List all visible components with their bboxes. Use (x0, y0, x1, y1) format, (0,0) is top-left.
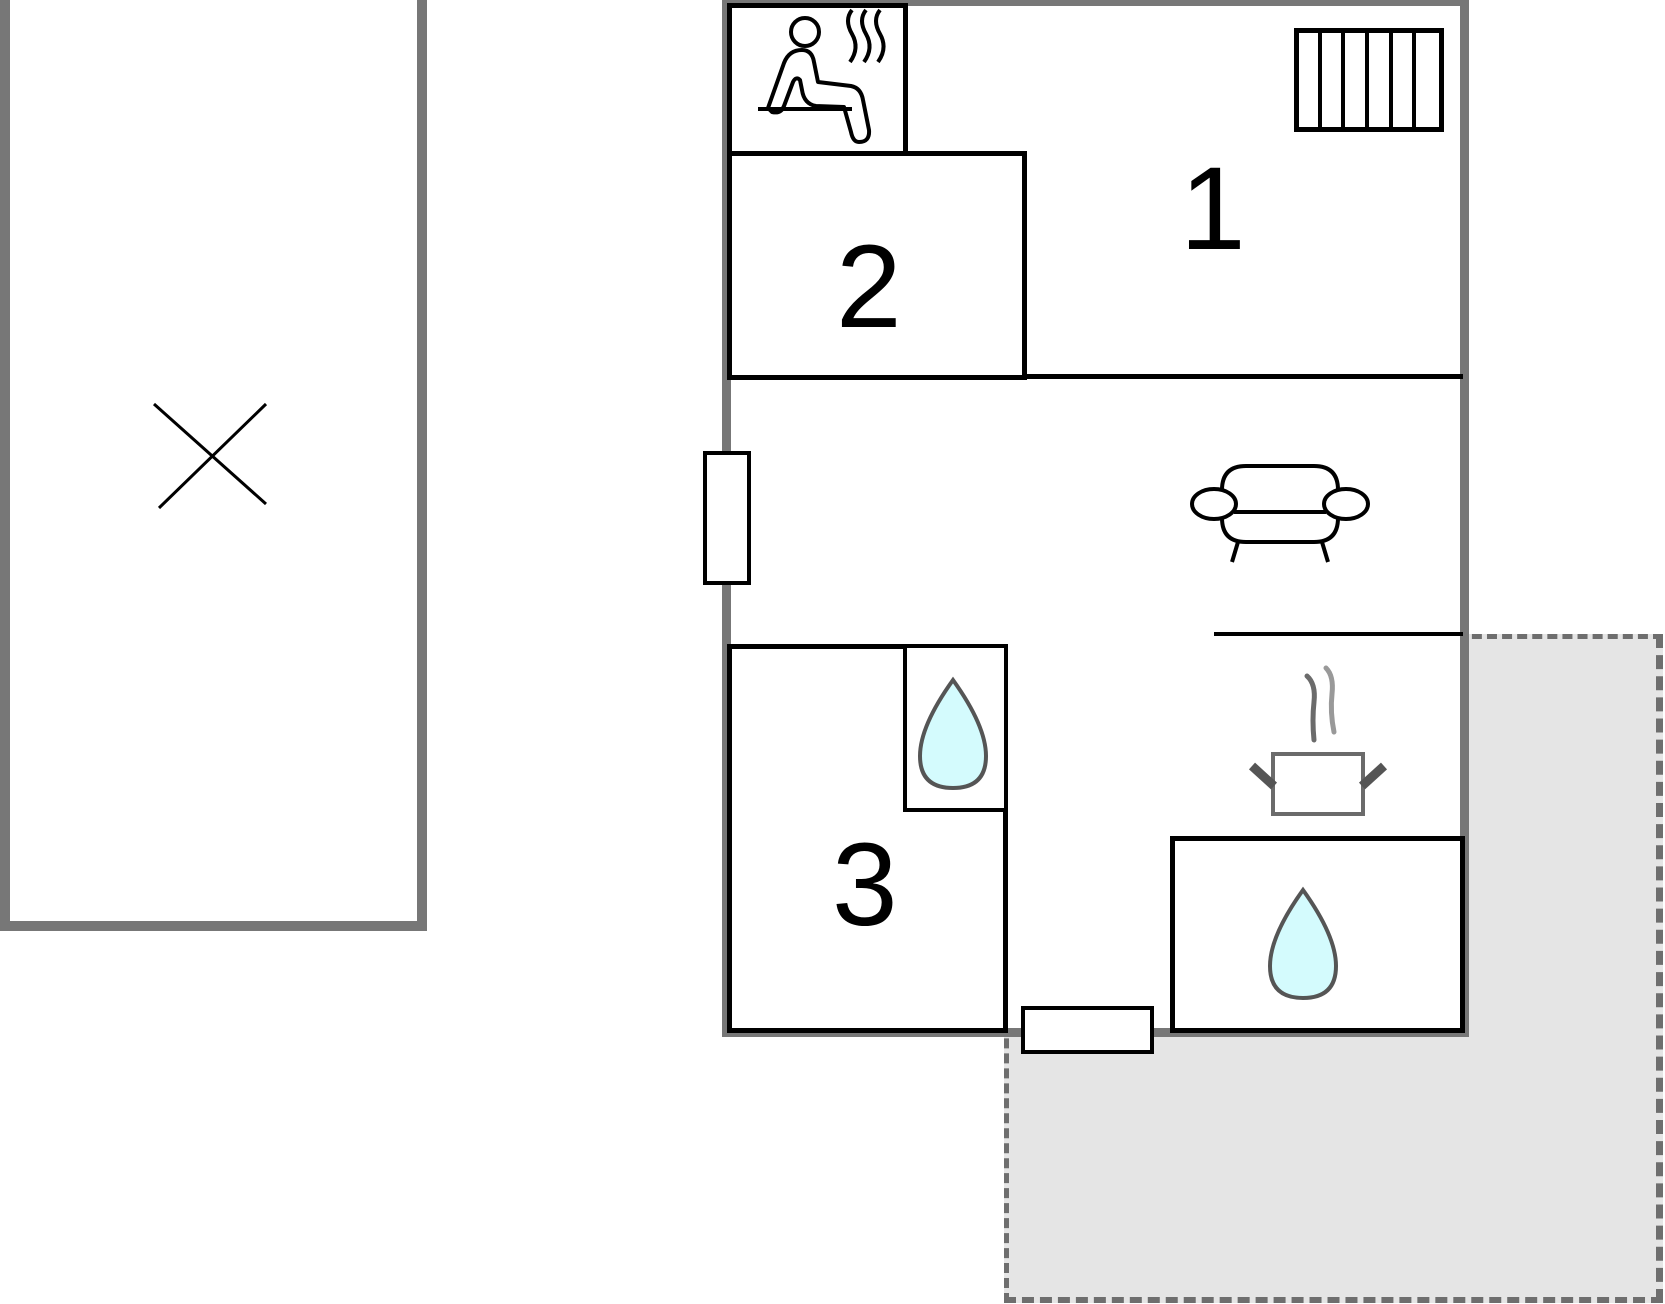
left-door (703, 451, 751, 585)
room-2 (727, 151, 1027, 380)
room-1-number: 1 (1180, 143, 1246, 275)
wall-kitchen (1214, 632, 1463, 636)
room-2-number: 2 (836, 221, 902, 353)
sauna-icon (758, 8, 886, 144)
cross-mark-icon (153, 402, 268, 510)
radiator-icon (1294, 28, 1444, 132)
water-drop-icon (1267, 886, 1339, 1001)
water-drop-icon (917, 676, 989, 791)
room-3-number: 3 (832, 819, 898, 951)
entrance-door (1021, 1006, 1154, 1054)
cooking-pot-icon (1248, 665, 1388, 816)
outbuilding (0, 0, 427, 931)
wall-room1-living (1025, 374, 1463, 379)
sofa-icon (1190, 464, 1370, 563)
